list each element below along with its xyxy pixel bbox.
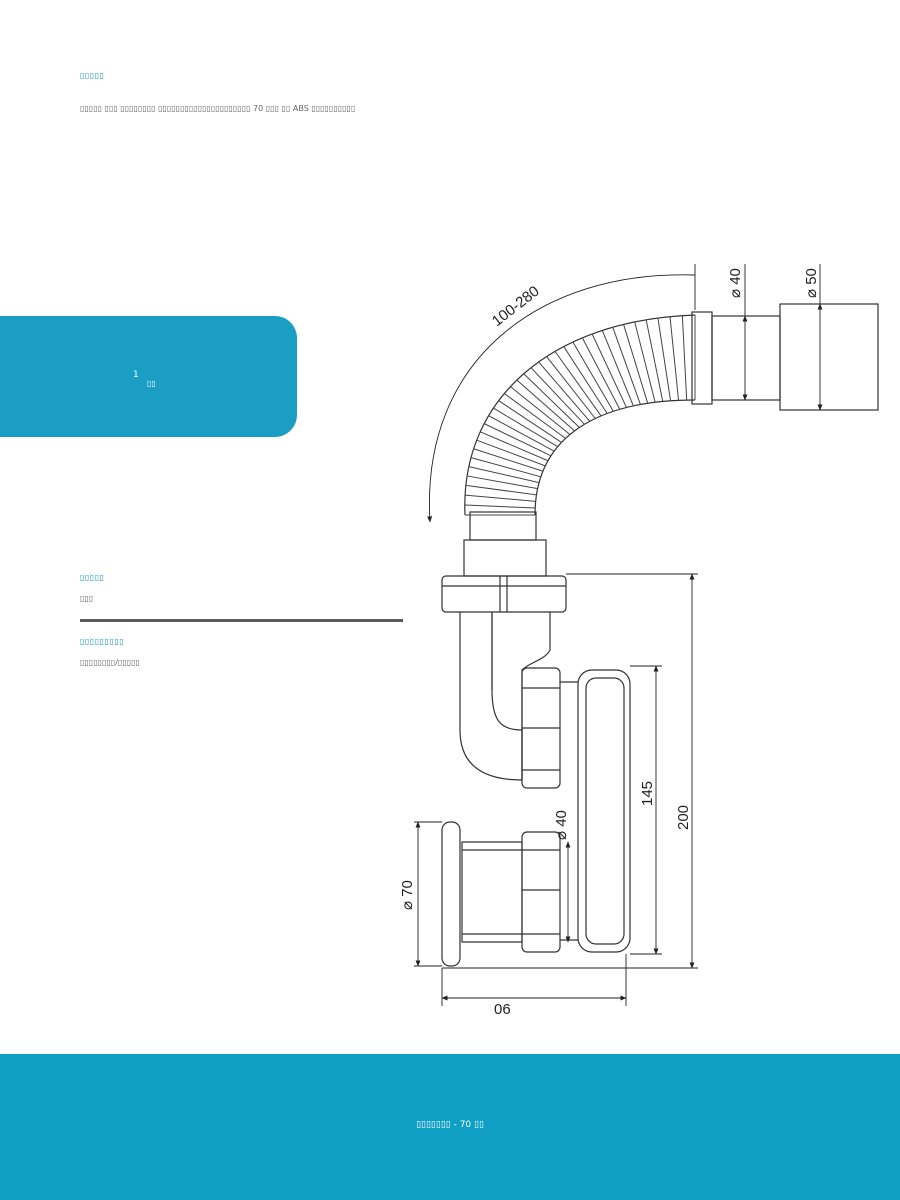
hose-rib (645, 319, 664, 402)
country-heading: ▯▯▯▯▯▯▯▯▯ (80, 637, 125, 646)
outlet-cone (461, 841, 523, 943)
neck-collar (463, 539, 547, 577)
siphon-technical-drawing: 100-280 ⌀ 40 ⌀ 50 200 145 ⌀ 40 ⌀ 70 06 (399, 264, 879, 1018)
hose-rib (504, 393, 566, 439)
warranty-text: ▯▯▯ (80, 594, 94, 603)
hose-rib (465, 484, 537, 496)
hose-rib (634, 321, 656, 403)
hose-rib (473, 448, 544, 472)
dim-arc-label: 100-280 (489, 283, 543, 330)
footer-product-title: ▯▯▯▯▯▯▯ - 70 ▯▯ (416, 1120, 484, 1130)
dim-d40-outlet-label: ⌀ 40 (553, 810, 570, 840)
dim-d50-label: ⌀ 50 (803, 268, 820, 298)
dim-d40-top-label: ⌀ 40 (727, 268, 744, 298)
hose-rib (538, 361, 591, 422)
hose-rib (591, 333, 627, 408)
hose-rib (546, 356, 596, 419)
hose-rib (467, 475, 538, 490)
hose-rib (480, 431, 549, 462)
hose-rib (464, 504, 536, 509)
trap-cover-plate (577, 669, 631, 953)
hose-rib (572, 341, 614, 412)
hose-rib (470, 457, 542, 478)
hose-rib (669, 316, 680, 401)
hose-rib (681, 315, 688, 401)
hose-rib (476, 439, 546, 467)
footer-bar: ▯▯▯▯▯▯▯ - 70 ▯▯ (0, 1054, 900, 1200)
dim-90-label: 06 (494, 1001, 511, 1018)
hose-rib (563, 346, 608, 414)
hose-rib (488, 415, 555, 452)
description-heading: ▯▯▯▯▯ (80, 71, 105, 80)
hose-rib (510, 386, 571, 435)
hose-rib (554, 351, 602, 417)
dim-arc-line (427, 274, 696, 523)
hose-rib (601, 330, 634, 407)
hose-rib (465, 494, 536, 502)
dim-145-label: 145 (639, 781, 656, 806)
siphon-body (521, 612, 551, 780)
outlet-pipe-40 (711, 315, 781, 401)
hose-rib (523, 373, 580, 428)
image-number-badge: 1 ▯▯ (0, 316, 297, 437)
top-lock-nut (441, 575, 567, 613)
hose-rib (612, 327, 641, 405)
outlet-flange-70 (441, 821, 461, 967)
hose-outer-edge (464, 314, 696, 516)
siphon-elbow (459, 612, 523, 781)
hose-neck (469, 511, 537, 541)
warranty-heading: ▯▯▯▯▯ (80, 573, 105, 582)
hose-corrugations (464, 315, 696, 516)
description-text: ▯▯▯▯▯ ▯▯▯ ▯▯▯▯▯▯▯▯ ▯▯▯▯▯▯▯▯▯▯▯▯▯▯▯▯▯▯▯▯▯… (80, 104, 356, 113)
dim-d70-label: ⌀ 70 (399, 880, 416, 910)
badge-number: 1 (133, 370, 139, 380)
hose-rib (498, 400, 562, 443)
hose-rib (484, 423, 552, 457)
hose-rib (468, 466, 540, 484)
outlet-pipe-50 (779, 303, 879, 411)
section-divider (80, 619, 403, 622)
hose-rib (493, 407, 559, 448)
hose-rib (530, 367, 585, 425)
hose-rib (581, 337, 621, 410)
dim-200-label: 200 (675, 805, 692, 830)
country-text: ▯▯▯▯▯▯▯▯/▯▯▯▯▯ (80, 658, 140, 667)
badge-label: ▯▯ (147, 379, 156, 388)
hose-rib (657, 317, 672, 401)
hose-rib (516, 379, 575, 432)
hose-rib (623, 324, 649, 404)
